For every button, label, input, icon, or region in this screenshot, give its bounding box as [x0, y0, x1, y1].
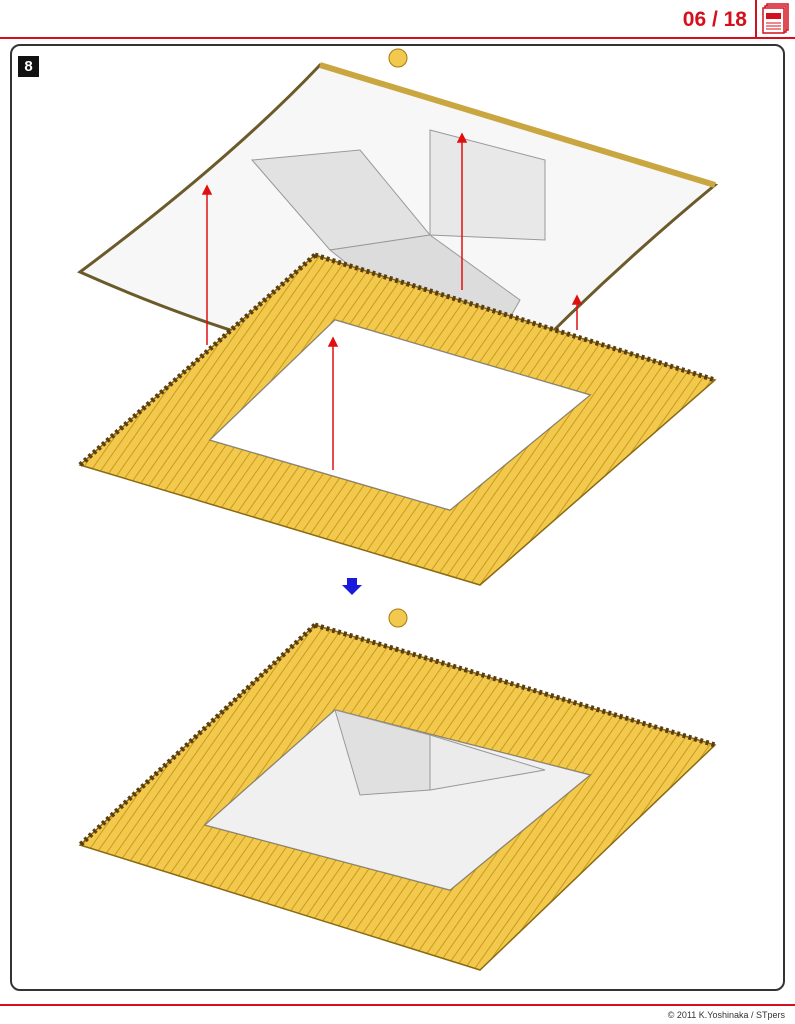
footer-rule	[0, 1004, 795, 1006]
header-rule	[0, 37, 795, 39]
assembled-roof	[78, 608, 717, 971]
guide-arrows	[201, 132, 583, 470]
lower-roof-part	[78, 252, 717, 586]
page-indicator: 06 / 18	[682, 8, 747, 31]
step-frame	[10, 44, 785, 991]
document-icon[interactable]	[762, 3, 790, 34]
copyright: © 2011 K.Yoshinaka / STpers	[667, 1010, 785, 1020]
header-divider	[755, 0, 757, 39]
step-badge: 8	[18, 56, 39, 77]
down-arrow-icon	[342, 578, 362, 595]
